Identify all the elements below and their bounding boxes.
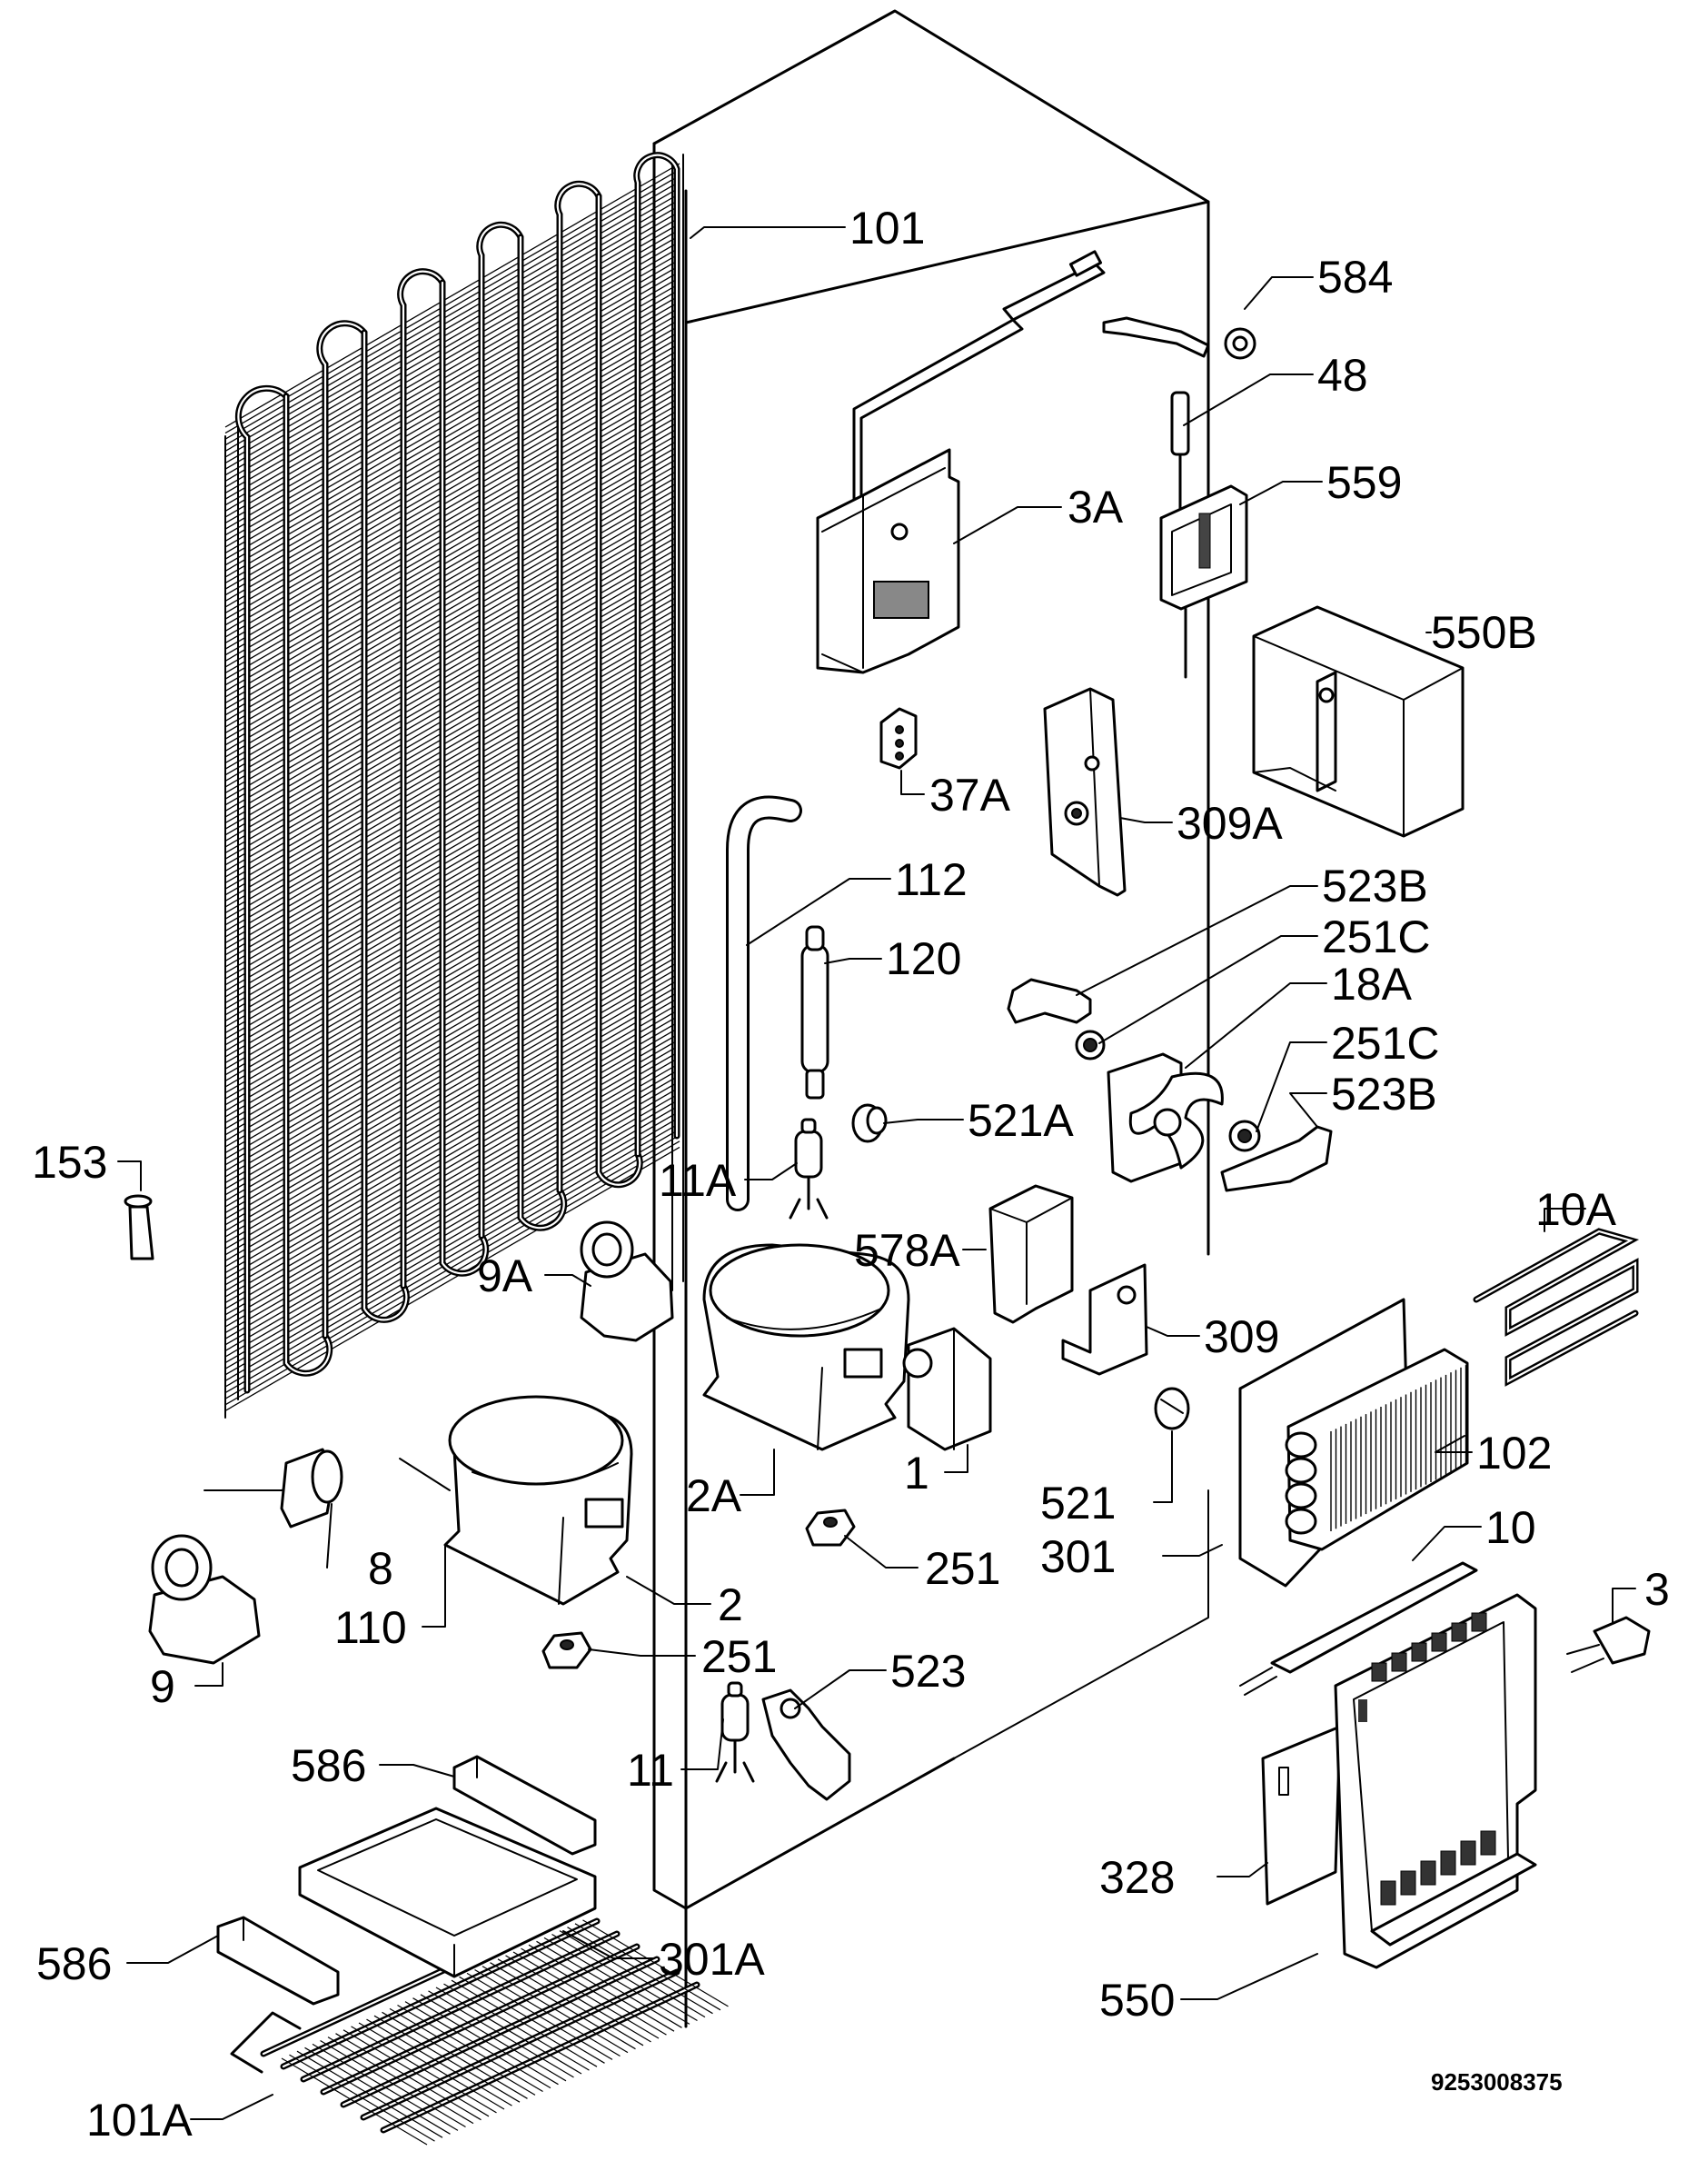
bracket-586-top — [452, 1755, 597, 1856]
drier-120 — [800, 925, 829, 1100]
leader-lines — [117, 226, 1636, 2120]
label-521: 521 — [1040, 1478, 1116, 1529]
label-102: 102 — [1476, 1428, 1552, 1479]
label-251-low: 251 — [701, 1631, 777, 1682]
evaporator-fins-102 — [1285, 1348, 1469, 1551]
part-labels: 101 584 48 3A 559 550B 37A 309A 112 523B… — [32, 203, 1670, 2146]
label-9a: 9A — [477, 1250, 533, 1301]
grommet-251c-bottom — [1228, 1120, 1261, 1152]
label-48: 48 — [1317, 350, 1368, 401]
label-309a: 309A — [1177, 798, 1283, 849]
cover-559 — [1159, 484, 1248, 679]
label-18a: 18A — [1331, 959, 1413, 1010]
grommet-521 — [1154, 1387, 1190, 1430]
label-11a: 11A — [659, 1155, 737, 1206]
condenser-coil — [224, 152, 684, 1419]
bracket-309 — [1061, 1263, 1148, 1376]
nut-251-low — [541, 1631, 592, 1669]
bracket-523b-top — [1007, 978, 1092, 1024]
label-523: 523 — [890, 1646, 966, 1697]
label-550: 550 — [1099, 1975, 1175, 2026]
label-550b: 550B — [1431, 607, 1537, 658]
label-1: 1 — [904, 1448, 929, 1499]
label-523b-top: 523B — [1322, 861, 1428, 911]
label-3: 3 — [1644, 1564, 1670, 1615]
bracket-309a — [1043, 687, 1127, 897]
bottom-coil-101a — [230, 1905, 729, 2146]
label-251c-bottom: 251C — [1331, 1018, 1440, 1069]
label-2a: 2A — [686, 1470, 742, 1521]
label-101a: 101A — [86, 2095, 193, 2146]
relay-11 — [715, 1681, 755, 1783]
grommet-251c-top — [1075, 1030, 1106, 1061]
lamp-3 — [1566, 1616, 1651, 1673]
tube-112 — [726, 795, 802, 1211]
label-301a: 301A — [659, 1934, 765, 1985]
label-101: 101 — [849, 203, 925, 254]
clip-584 — [1102, 316, 1256, 360]
plug-153 — [124, 1194, 154, 1260]
grommet-521a — [851, 1103, 888, 1143]
label-112: 112 — [895, 854, 968, 905]
label-9: 9 — [150, 1661, 175, 1712]
label-120: 120 — [886, 933, 961, 984]
label-328: 328 — [1099, 1852, 1175, 1903]
housing-550b — [1252, 605, 1465, 838]
overload-8 — [204, 1448, 343, 1529]
drip-tray-301a — [298, 1807, 597, 1978]
label-2: 2 — [718, 1579, 743, 1630]
label-523b-bottom: 523B — [1331, 1069, 1437, 1120]
label-586-bottom: 586 — [36, 1938, 112, 1989]
label-251-mid: 251 — [925, 1543, 1000, 1594]
label-578a: 578A — [854, 1225, 960, 1276]
fan-motor-18a — [1107, 1052, 1224, 1183]
label-586-top: 586 — [291, 1740, 366, 1791]
connector-37a — [879, 707, 918, 770]
clamp-523 — [761, 1688, 851, 1801]
label-559: 559 — [1326, 457, 1402, 508]
label-10: 10 — [1485, 1502, 1536, 1553]
label-110: 110 — [334, 1602, 407, 1653]
label-8: 8 — [368, 1543, 393, 1594]
cover-578a — [988, 1184, 1074, 1324]
label-153: 153 — [32, 1137, 107, 1188]
heater-10 — [1239, 1561, 1478, 1696]
cover-550 — [1334, 1593, 1537, 1969]
thermostat-bracket-3a — [816, 250, 1106, 674]
bracket-523b-bottom — [1220, 1125, 1333, 1192]
label-251c-top: 251C — [1322, 911, 1431, 962]
label-3a: 3A — [1068, 482, 1124, 533]
bracket-586-bottom — [216, 1916, 340, 2006]
compressor-2 — [399, 1395, 633, 1606]
clamp-9 — [148, 1534, 261, 1665]
panel-328 — [1261, 1725, 1342, 1906]
diagram-code: 9253008375 — [1431, 2068, 1563, 2096]
relay-11a — [789, 1118, 829, 1220]
heater-10a — [1473, 1228, 1640, 1387]
label-584: 584 — [1317, 252, 1393, 303]
clamp-9a — [580, 1220, 674, 1342]
label-11: 11 — [627, 1745, 674, 1796]
label-37a: 37A — [929, 770, 1011, 821]
starter-1 — [902, 1327, 992, 1451]
cabinet-outline — [652, 9, 1210, 2028]
label-301: 301 — [1040, 1531, 1116, 1582]
label-521a: 521A — [968, 1095, 1074, 1146]
label-10a: 10A — [1535, 1184, 1617, 1235]
label-309: 309 — [1204, 1311, 1279, 1362]
compressor-2a — [702, 1243, 910, 1451]
nut-251-mid — [805, 1509, 856, 1547]
